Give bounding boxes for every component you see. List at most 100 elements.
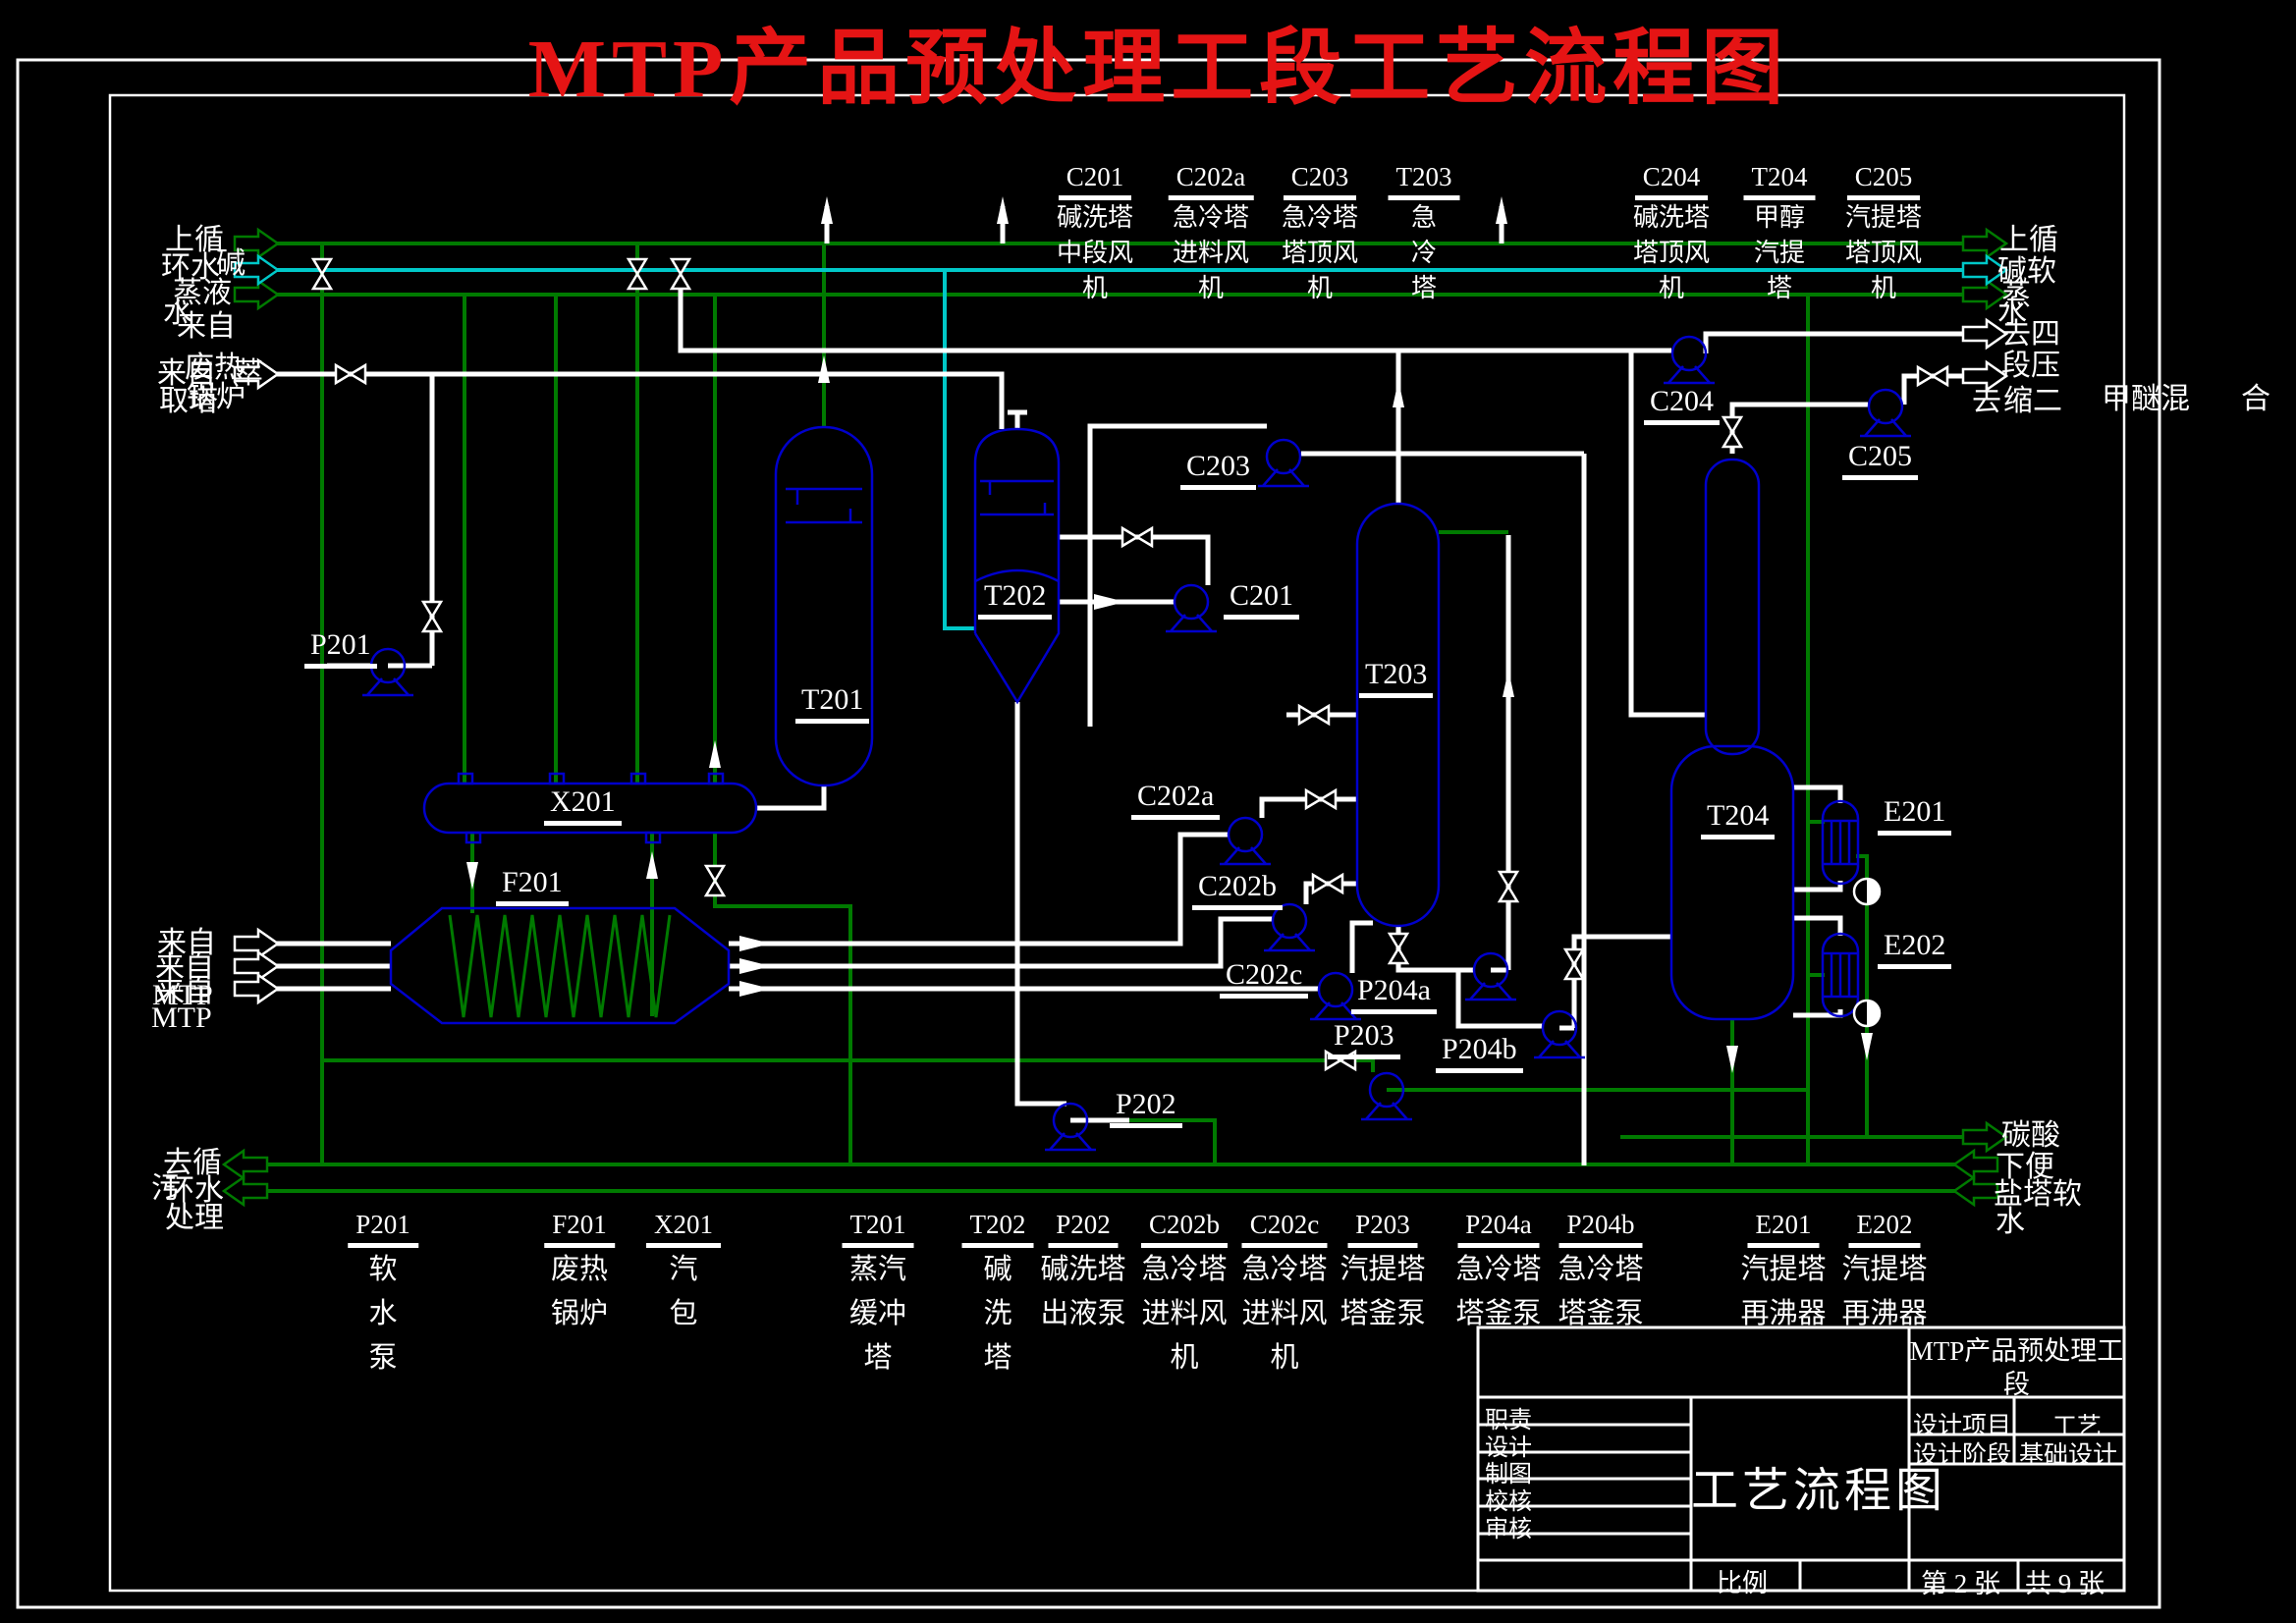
equip-tag: C205 [1846, 162, 1921, 200]
equip-name-line: 再沸器 [1740, 1298, 1827, 1329]
equip-tag: T201 [842, 1210, 914, 1248]
stream-label-18: 污 [151, 1172, 181, 1205]
drawing-title: MTP产品预处理工段工艺流程图 [527, 24, 1790, 115]
stream-label-11: 来自 [157, 927, 216, 959]
stream-label-4: 水 [163, 297, 192, 329]
equip-tag: C202b [1140, 1210, 1229, 1248]
tb-row-duty: 职责 [1485, 1408, 1532, 1434]
inline-tag-C202a: C202a [1131, 780, 1221, 820]
equip-tag: C202c [1241, 1210, 1328, 1248]
stream-label-31: 下便 [1995, 1151, 2054, 1183]
stream-label-21: 碱软 [1997, 255, 2056, 288]
boiler-coil [448, 914, 672, 1018]
inline-tag-C201: C201 [1224, 579, 1300, 620]
equip-name-line: 碱 [983, 1254, 1012, 1285]
equip-tag: T203 [1388, 162, 1460, 200]
inline-tag-P201: P201 [304, 628, 377, 669]
column-T204 [1669, 458, 1795, 1021]
equip-name-line: 机 [1870, 274, 1897, 302]
equip-name-line: 再沸器 [1841, 1298, 1928, 1329]
equip-name-line: 汽提塔 [1841, 1254, 1928, 1285]
inline-tag-T204: T204 [1701, 799, 1776, 839]
equip-name-line: 洗 [983, 1298, 1012, 1329]
equip-name-line: 塔 [1766, 274, 1792, 302]
equip-tag: P204a [1457, 1210, 1540, 1248]
stream-label-5: 来自 [177, 310, 236, 343]
equip-name-line: 汽提 [1753, 239, 1805, 267]
equipment-shapes [360, 335, 1913, 1152]
equip-name-line: 进料风 [1141, 1298, 1228, 1329]
stream-label-29: 合 [2241, 383, 2270, 415]
stream-label-0: 上循 [165, 224, 224, 256]
equip-name-line: 塔顶风 [1632, 239, 1711, 267]
equip-name-line: 进料风 [1241, 1298, 1328, 1329]
tb-row-audit: 审核 [1485, 1517, 1532, 1542]
drawing-frame [16, 58, 2161, 1609]
equip-name-line: 废热 [550, 1254, 608, 1285]
inline-tag-T201: T201 [795, 683, 870, 724]
tb-sheet-no: 第 2 张 [1921, 1569, 2000, 1598]
reboiler-E202 [1821, 932, 1860, 1018]
equip-name-line: 机 [1270, 1342, 1299, 1374]
stream-label-24: 去四 [2001, 318, 2060, 351]
title-block-lines [1476, 1325, 2126, 1593]
equip-name-line: 塔顶风 [1281, 239, 1359, 267]
equip-name-line: 机 [1170, 1342, 1199, 1374]
equip-name-line: 急冷塔 [1558, 1254, 1644, 1285]
inline-tag-C202c: C202c [1220, 958, 1309, 999]
equip-name-line: 甲醇 [1753, 203, 1805, 232]
equip-name-line: 塔 [863, 1342, 893, 1374]
inline-tag-C203: C203 [1180, 450, 1257, 490]
stream-label-22: 蒸 [2001, 279, 2031, 311]
inline-tag-T203: T203 [1359, 658, 1434, 698]
valves [311, 257, 1949, 1071]
equip-name-line: 急冷塔 [1141, 1254, 1228, 1285]
vessel-T202 [973, 427, 1061, 705]
stream-label-28: 甲醚混 [2102, 383, 2190, 415]
stream-label-12: 来自 [155, 951, 214, 984]
cyan-caustic-piping [268, 268, 1996, 630]
inline-tag-X201: X201 [544, 785, 622, 826]
stream-label-6: 废热 [185, 352, 244, 384]
stream-label-9: 锅炉 [187, 381, 246, 413]
tb-row-check: 校核 [1485, 1489, 1532, 1515]
equip-name-line: 汽 [669, 1254, 698, 1285]
boiler-F201 [389, 906, 731, 1025]
equip-name-line: 进料风 [1172, 239, 1249, 267]
vessel-T201 [774, 425, 874, 787]
inline-tag-E202: E202 [1878, 929, 1952, 969]
equip-name-line: 水 [368, 1298, 398, 1329]
tb-row-design: 设计 [1485, 1435, 1532, 1461]
tb-design-stage-label: 设计阶段 [1913, 1442, 2012, 1469]
equip-name-line: 蒸汽 [848, 1254, 906, 1285]
equip-tag: T202 [961, 1210, 1034, 1248]
stream-label-20: 上循 [1999, 224, 2058, 256]
equip-tag: P203 [1347, 1210, 1418, 1248]
equip-name-line: 软 [368, 1254, 398, 1285]
stream-label-15: MTP [151, 1001, 212, 1034]
equip-name-line: 汽提塔 [1339, 1254, 1426, 1285]
inline-tag-E201: E201 [1878, 795, 1952, 836]
stream-label-3: 蒸液 [173, 277, 232, 309]
inline-tag-T202: T202 [978, 579, 1053, 620]
equip-tag: C203 [1283, 162, 1357, 200]
stream-label-14: MTP [152, 979, 213, 1011]
equip-tag: F201 [544, 1210, 615, 1248]
stream-label-8: 萃 [234, 357, 263, 390]
inline-tag-C204: C204 [1644, 385, 1721, 425]
tb-row-draft: 制图 [1485, 1462, 1532, 1488]
equip-name-line: 中段风 [1056, 239, 1134, 267]
inline-tag-C205: C205 [1842, 440, 1919, 480]
